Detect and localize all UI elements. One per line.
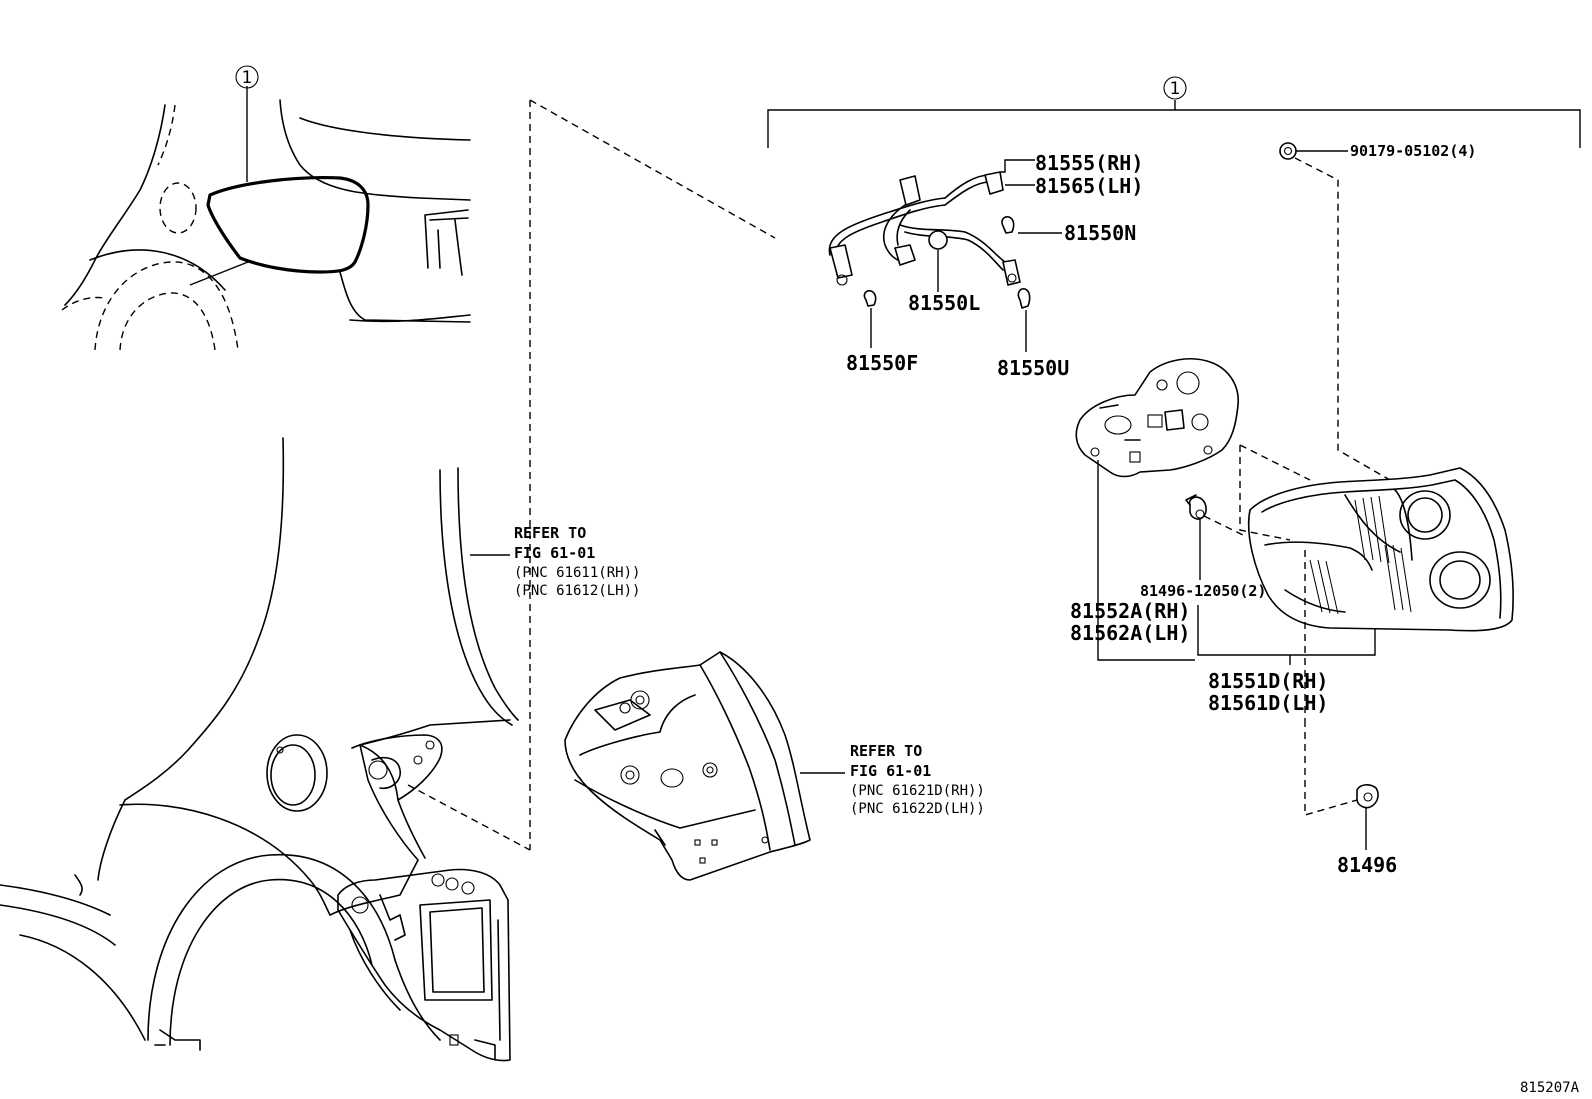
illustration-id: 815207A	[1520, 1080, 1580, 1096]
nut-90179	[1279, 142, 1391, 481]
label-81496-12050: 81496-12050(2)	[1140, 582, 1266, 600]
dashed-guide-lower	[407, 784, 531, 851]
label-81550L: 81550L	[908, 291, 980, 315]
label-81550F: 81550F	[846, 351, 918, 375]
refer-lower-line3: (PNC 61621D(RH))	[850, 783, 985, 799]
refer-upper-line3: (PNC 61611(RH))	[514, 565, 640, 581]
label-81555: 81555(RH)	[1035, 151, 1143, 175]
label-81562A: 81562A(LH)	[1070, 621, 1190, 645]
refer-upper: REFER TO FIG 61-01 (PNC 61611(RH)) (PNC …	[470, 524, 640, 599]
callout-1-top	[1163, 76, 1187, 100]
inner-panel-illustration	[564, 651, 811, 881]
wire-harness	[828, 171, 1031, 309]
refer-upper-line1: REFER TO	[514, 524, 586, 542]
label-81550N: 81550N	[1064, 221, 1136, 245]
label-81551D: 81551D(RH)	[1208, 669, 1328, 693]
tail-lamp-assembly	[1239, 444, 1514, 632]
refer-lower-line4: (PNC 61622D(LH))	[850, 801, 985, 817]
refer-lower-line1: REFER TO	[850, 742, 922, 760]
label-81550U: 81550U	[997, 356, 1069, 380]
label-81561D: 81561D(LH)	[1208, 691, 1328, 715]
refer-upper-line2: FIG 61-01	[514, 544, 595, 562]
refer-upper-line4: (PNC 61612(LH))	[514, 583, 640, 599]
inset-vehicle-view: 1	[61, 65, 471, 351]
label-81552A: 81552A(RH)	[1070, 599, 1190, 623]
leader-81551D	[1197, 605, 1376, 656]
screw-81496	[1304, 550, 1379, 850]
dashed-guide-upper	[529, 99, 776, 239]
refer-lower: REFER TO FIG 61-01 (PNC 61621D(RH)) (PNC…	[800, 742, 985, 817]
leader-81552A	[1097, 460, 1195, 661]
lamp-backing-plate	[1075, 358, 1239, 478]
clip-81496-12050	[1185, 494, 1246, 580]
callout-1-top-label: 1	[1170, 79, 1181, 99]
quarter-panel-illustration	[0, 437, 519, 1062]
label-90179: 90179-05102(4)	[1350, 142, 1476, 160]
refer-lower-line2: FIG 61-01	[850, 762, 931, 780]
label-81496: 81496	[1337, 853, 1397, 877]
callout-1-left	[235, 65, 259, 89]
assembly-bracket: 1	[767, 76, 1581, 148]
callout-1-left-label: 1	[242, 68, 253, 88]
label-81565: 81565(LH)	[1035, 174, 1143, 198]
